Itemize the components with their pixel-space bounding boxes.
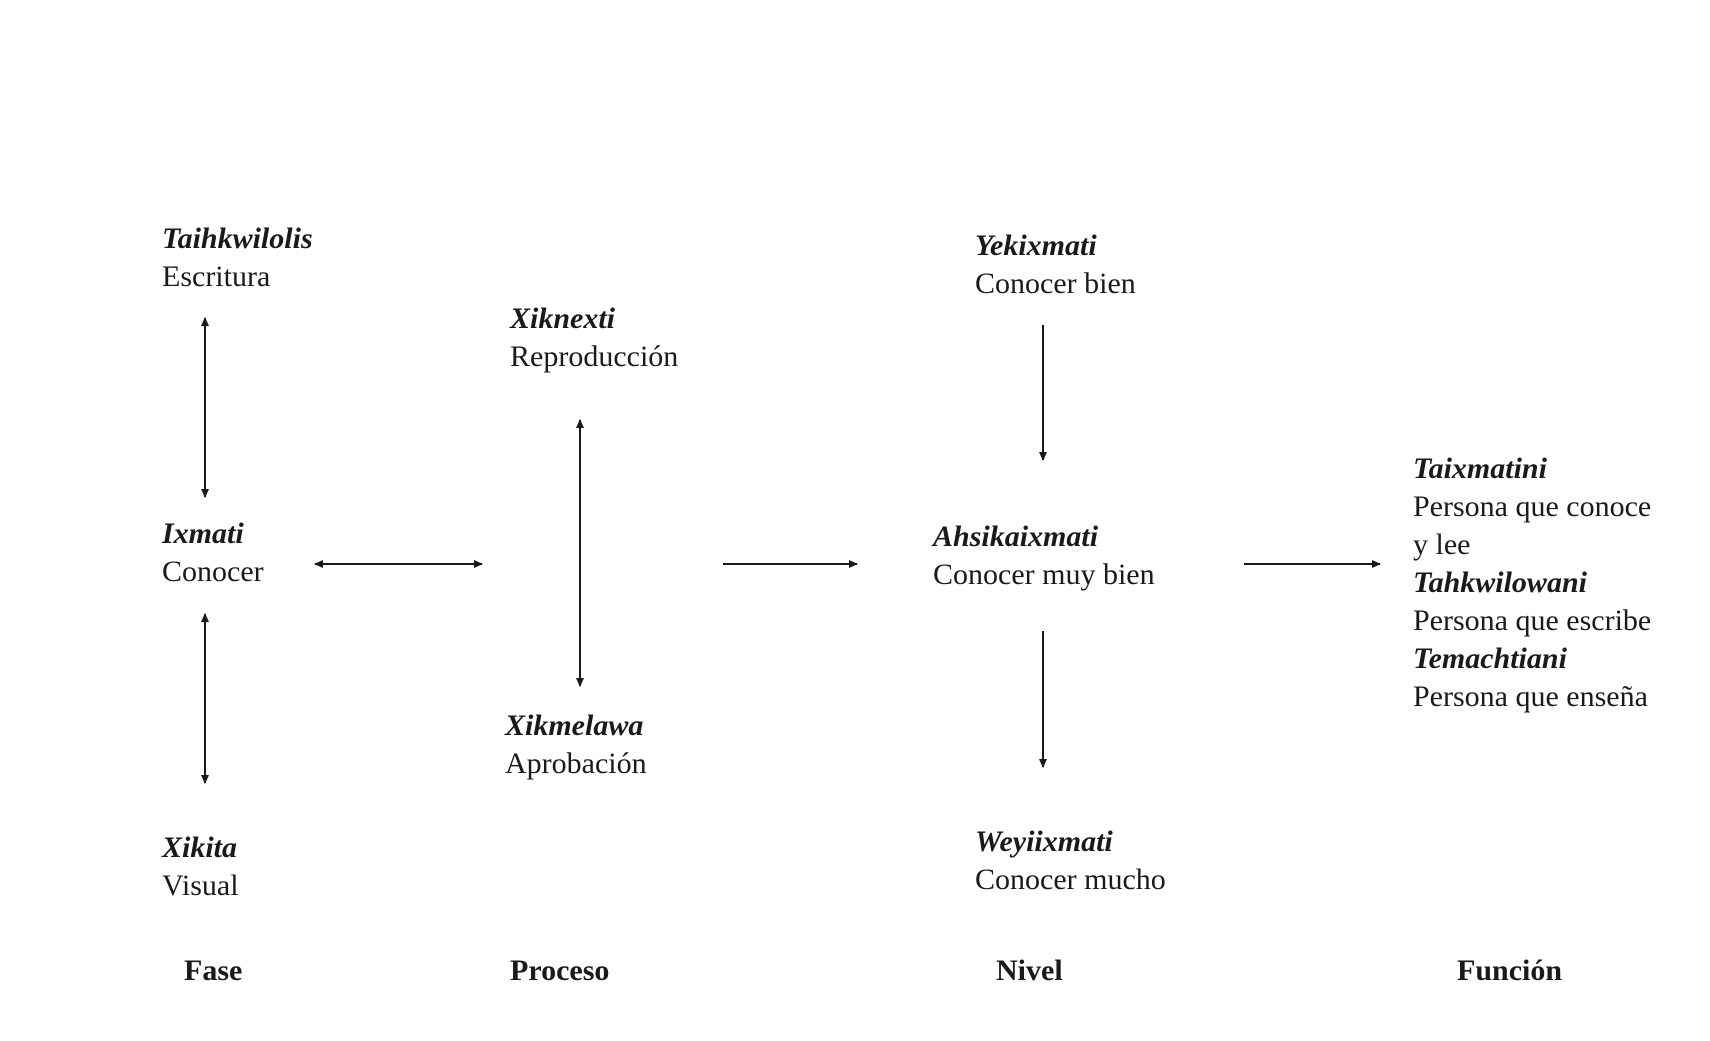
node-meaning-taixmatini-1: Persona que conoce [1413,490,1652,523]
node-term: Xikmelawa [505,709,644,742]
node-meaning-tahkwilowani: Persona que escribe [1413,604,1652,637]
node-meaning-taixmatini-2: y lee [1413,528,1471,561]
node-ahsikaixmati: Ahsikaixmati Conocer muy bien [933,518,1155,594]
node-term-taixmatini: Taixmatini [1413,452,1547,485]
node-xikita: Xikita Visual [162,829,239,905]
node-meaning: Aprobación [505,747,647,780]
node-term-temachtiani: Temachtiani [1413,642,1567,675]
column-label-proceso: Proceso [510,954,610,987]
node-meaning-temachtiani: Persona que enseña [1413,680,1648,713]
node-meaning: Reproducción [510,340,679,373]
node-term: Xikita [162,831,238,864]
node-ixmati: Ixmati Conocer [162,515,264,591]
node-meaning: Conocer muy bien [933,558,1155,591]
node-funcion-group: Taixmatini Persona que conoce y lee Tahk… [1413,450,1651,716]
node-term: Ahsikaixmati [933,520,1099,553]
node-meaning: Escritura [162,260,271,293]
column-label-funcion: Función [1457,954,1563,987]
node-meaning: Conocer bien [975,267,1136,300]
node-term: Xiknexti [510,302,616,335]
column-label-nivel: Nivel [996,954,1063,987]
node-meaning: Visual [162,869,239,902]
node-weyiixmati: Weyiixmati Conocer mucho [975,823,1166,899]
node-term-tahkwilowani: Tahkwilowani [1413,566,1587,599]
node-meaning: Conocer mucho [975,863,1166,896]
column-label-fase: Fase [184,954,243,987]
node-term: Ixmati [162,517,244,550]
node-term: Weyiixmati [975,825,1113,858]
node-xikmelawa: Xikmelawa Aprobación [505,707,647,783]
node-taihkwilolis: Taihkwilolis Escritura [162,220,313,296]
node-xiknexti: Xiknexti Reproducción [510,300,678,376]
node-yekixmati: Yekixmati Conocer bien [975,227,1136,303]
node-term: Yekixmati [975,229,1097,262]
node-term: Taihkwilolis [162,222,313,255]
node-meaning: Conocer [162,555,264,588]
